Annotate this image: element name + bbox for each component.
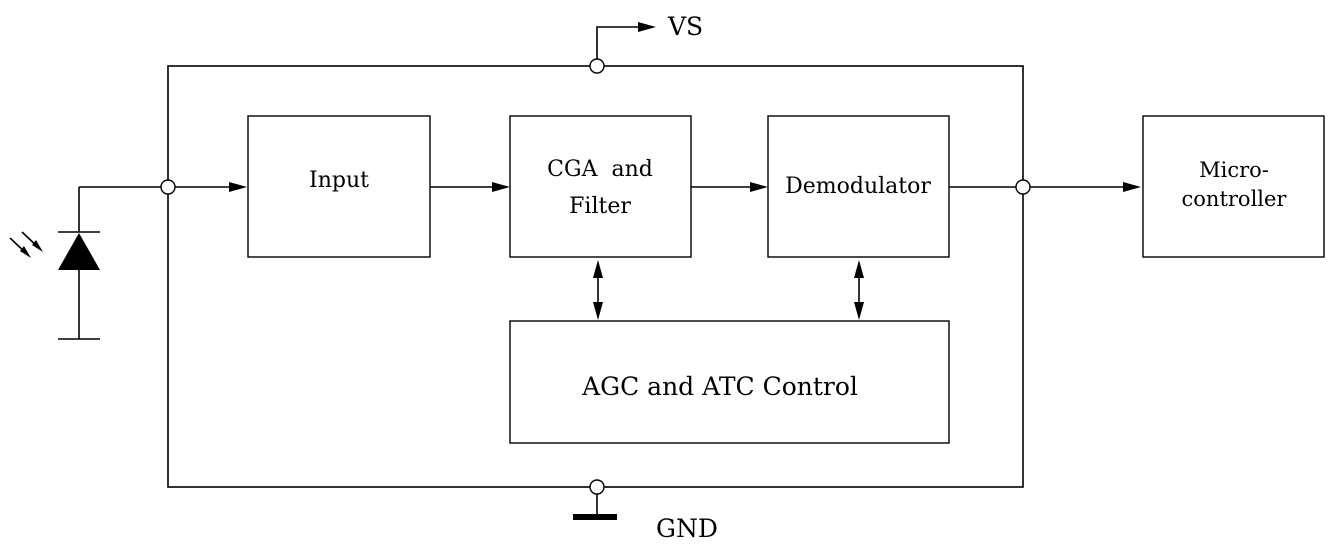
output-pin bbox=[1015, 179, 1031, 195]
microcontroller-block-label-line2: controller bbox=[1182, 187, 1288, 211]
input-block-label: Input bbox=[309, 168, 369, 193]
microcontroller-block bbox=[1142, 115, 1325, 258]
vs-label: VS bbox=[667, 12, 703, 41]
cga-filter-block-label-line2: Filter bbox=[569, 194, 631, 219]
arrow-input-to-cga bbox=[430, 182, 510, 192]
vs-pin bbox=[589, 58, 605, 74]
demodulator-block bbox=[767, 115, 950, 258]
cga-filter-block bbox=[509, 115, 692, 258]
input-pin bbox=[160, 179, 176, 195]
microcontroller-block-label-line1: Micro- bbox=[1199, 158, 1269, 182]
arrow-cga-to-demodulator bbox=[691, 182, 768, 192]
cga-filter-block-label-line1: CGA and bbox=[547, 157, 653, 182]
photodiode-icon bbox=[9, 187, 100, 340]
vs-supply-line bbox=[596, 22, 656, 66]
bidirectional-arrow-demodulator-agc bbox=[854, 260, 864, 320]
demodulator-block-label: Demodulator bbox=[785, 174, 931, 199]
input-block bbox=[247, 115, 431, 258]
gnd-pin bbox=[589, 479, 605, 495]
bidirectional-arrow-cga-agc bbox=[593, 260, 603, 320]
arrow-pin-to-microcontroller bbox=[1023, 182, 1141, 192]
agc-atc-control-block bbox=[509, 320, 950, 444]
gnd-label: GND bbox=[656, 514, 718, 543]
arrow-pin-to-input bbox=[168, 182, 247, 192]
agc-atc-control-block-label: AGC and ATC Control bbox=[581, 372, 858, 401]
